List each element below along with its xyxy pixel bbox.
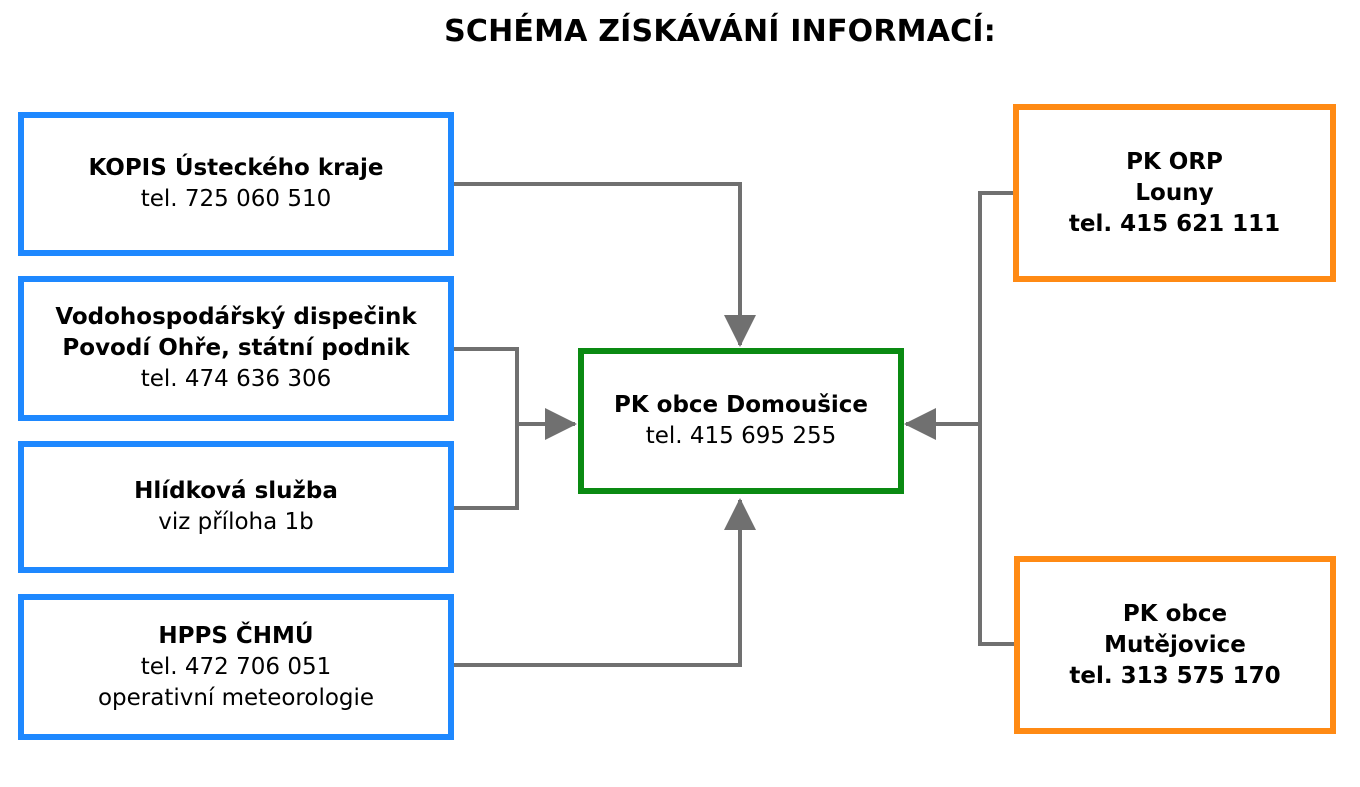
node-hpps-phone: tel. 472 706 051 — [140, 653, 332, 680]
connector-kopis-to-hub — [454, 182, 756, 347]
connector-vodo — [454, 347, 519, 424]
node-orp-name-line2: Louny — [1135, 179, 1214, 206]
connector-mutejovice — [978, 424, 1016, 646]
node-orp-name-line1: PK ORP — [1126, 148, 1223, 175]
node-hpps-chmu: HPPS ČHMÚ tel. 472 706 051 operativní me… — [18, 594, 454, 740]
node-hpps-note: operativní meteorologie — [97, 684, 375, 711]
node-orp-phone: tel. 415 621 111 — [1068, 210, 1281, 237]
node-kopis: KOPIS Ústeckého kraje tel. 725 060 510 — [18, 112, 454, 256]
node-pk-orp-louny: PK ORP Louny tel. 415 621 111 — [1013, 104, 1336, 282]
node-hpps-name: HPPS ČHMÚ — [158, 622, 314, 649]
node-hub-phone: tel. 415 695 255 — [645, 423, 837, 449]
node-vodohospodarsky-dispecink: Vodohospodářský dispečink Povodí Ohře, s… — [18, 276, 454, 421]
connector-orp — [978, 191, 1016, 424]
node-vodo-name-line1: Vodohospodářský dispečink — [55, 304, 417, 330]
connector-hpps-to-hub — [454, 498, 756, 667]
node-hlidka-name: Hlídková služba — [134, 478, 338, 504]
node-pk-obce-mutejovice: PK obce Mutějovice tel. 313 575 170 — [1014, 556, 1336, 734]
node-hlidkova-sluzba: Hlídková služba viz příloha 1b — [18, 441, 454, 573]
node-mutejovice-name-line2: Mutějovice — [1104, 631, 1246, 658]
node-vodo-phone: tel. 474 636 306 — [140, 366, 332, 392]
diagram-title: SCHÉMA ZÍSKÁVÁNÍ INFORMACÍ: — [444, 14, 996, 49]
connector-hlidka — [454, 424, 519, 510]
node-kopis-phone: tel. 725 060 510 — [140, 186, 332, 212]
node-mutejovice-name-line1: PK obce — [1122, 600, 1228, 627]
node-mutejovice-phone: tel. 313 575 170 — [1069, 662, 1281, 689]
node-hub-name: PK obce Domoušice — [613, 392, 869, 418]
node-vodo-name-line2: Povodí Ohře, státní podnik — [62, 335, 410, 361]
node-pk-obce-domousice: PK obce Domoušice tel. 415 695 255 — [578, 348, 904, 494]
node-hlidka-note: viz příloha 1b — [158, 509, 314, 535]
node-kopis-name: KOPIS Ústeckého kraje — [88, 155, 384, 181]
